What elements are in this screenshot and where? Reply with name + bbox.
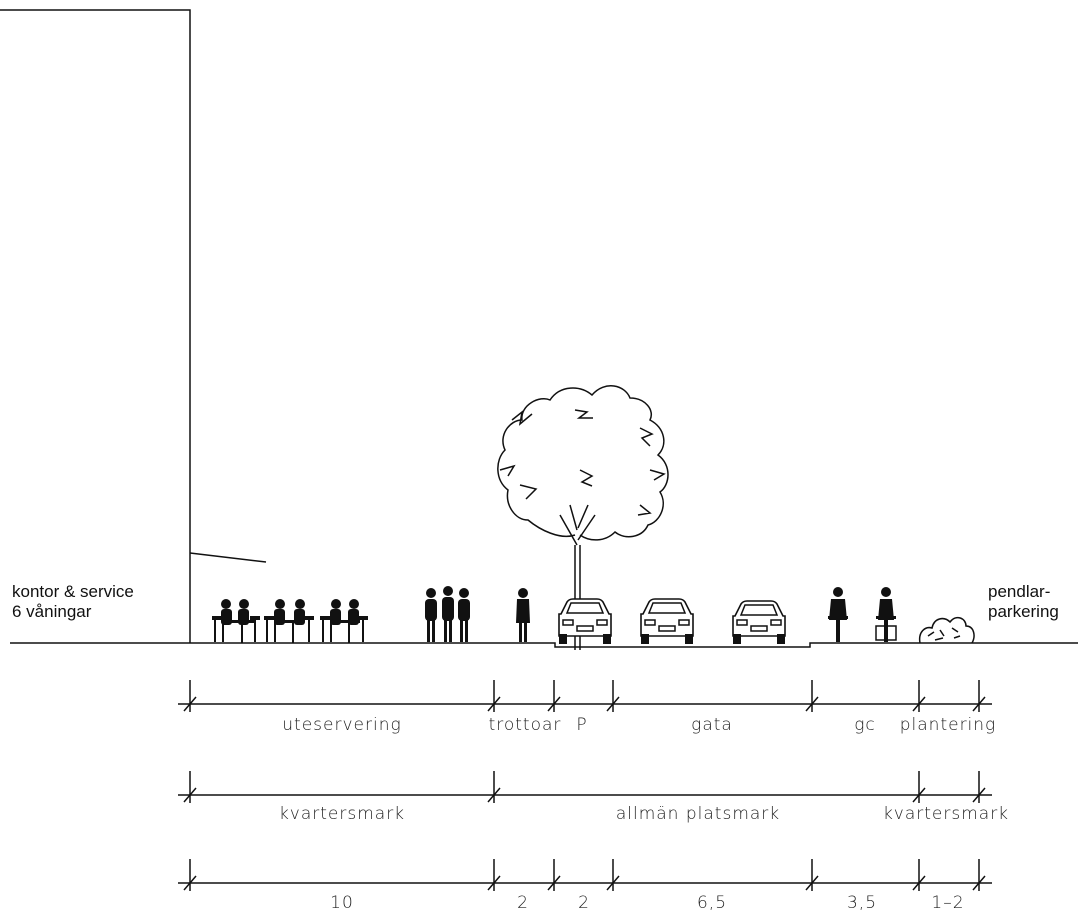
dimension-tick <box>912 875 926 891</box>
building-facade <box>0 9 267 643</box>
width-value-gata: 6,5 <box>697 893 727 913</box>
parking-label-line1: pendlar- <box>988 582 1051 601</box>
dimension-tick <box>912 787 926 803</box>
dimension-tick <box>805 875 819 891</box>
dimension-ticks <box>183 680 986 891</box>
dimension-tick <box>972 875 986 891</box>
dimension-tick <box>972 696 986 712</box>
dimension-tick <box>912 696 926 712</box>
parking-label-line2: parkering <box>988 602 1059 621</box>
dimension-tick <box>183 787 197 803</box>
use-label-p: P <box>576 715 587 735</box>
ownership-label-allman-platsmark: allmän platsmark <box>616 804 780 824</box>
dimension-tick <box>805 696 819 712</box>
dimension-tick <box>183 875 197 891</box>
dimension-tick <box>487 787 501 803</box>
dimension-tick <box>606 696 620 712</box>
dimension-tick <box>487 696 501 712</box>
width-value-plantering: 1–2 <box>931 893 964 913</box>
dimension-tick <box>547 875 561 891</box>
ground-line <box>10 642 1078 648</box>
use-label-uteservering: uteservering <box>282 715 401 735</box>
width-value-trottoar: 2 <box>517 893 529 913</box>
width-value-uteservering: 10 <box>330 893 354 913</box>
pedestrian-icon <box>516 588 530 642</box>
width-value-gc: 3,5 <box>847 893 877 913</box>
ownership-label-kvartersmark-right: kvartersmark <box>883 804 1009 824</box>
building-label-line2: 6 våningar <box>12 602 92 621</box>
building-label-line1: kontor & service <box>12 582 134 601</box>
dimension-tick <box>183 696 197 712</box>
cyclist-icon <box>875 587 897 642</box>
building-label: kontor & service 6 våningar <box>12 582 134 622</box>
dimension-tick <box>606 875 620 891</box>
car-icon <box>558 598 612 644</box>
use-label-gata: gata <box>691 715 733 735</box>
dimension-tick <box>547 696 561 712</box>
cafe-tables-icon <box>212 599 368 643</box>
use-label-gc: gc <box>854 715 876 735</box>
use-label-trottoar: trottoar <box>489 715 562 735</box>
dimension-tick <box>487 875 501 891</box>
use-label-plantering: plantering <box>900 715 997 735</box>
cyclist-icon <box>828 587 848 642</box>
shrub-icon <box>918 616 975 644</box>
car-icon <box>732 600 786 644</box>
dimension-tick <box>972 787 986 803</box>
ownership-label-kvartersmark-left: kvartersmark <box>279 804 405 824</box>
car-icon <box>640 598 694 644</box>
pedestrians-group-icon <box>425 586 470 642</box>
width-value-p: 2 <box>578 893 590 913</box>
parking-label: pendlar- parkering <box>988 582 1059 622</box>
